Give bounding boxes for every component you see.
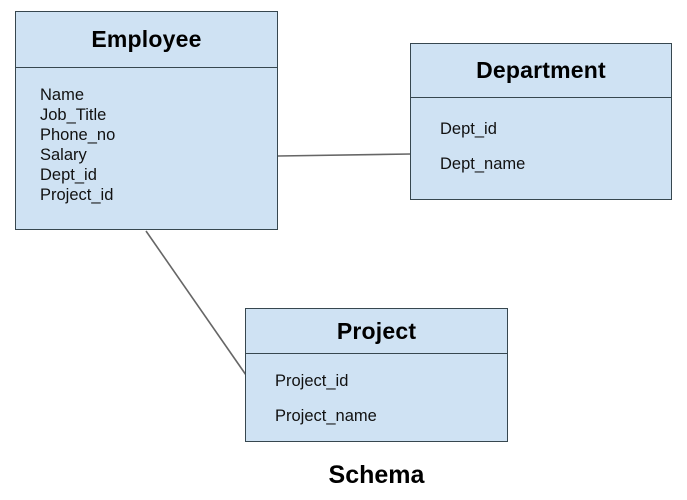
attribute-label: Salary	[40, 146, 87, 164]
entity-department-title: Department	[411, 44, 671, 98]
entity-project-title: Project	[246, 309, 507, 354]
attribute-label: Name	[40, 86, 85, 104]
attribute-label: Project_id	[40, 186, 114, 204]
attribute-label: Project_id	[275, 372, 349, 390]
attribute-label: Phone_no	[40, 126, 116, 144]
employee-project-connector	[145, 230, 247, 376]
entity-project-attributes: Project_id Project_name	[246, 354, 507, 426]
attribute-label: Dept_id	[440, 120, 497, 138]
entity-employee: Employee Name Job_Title Phone_no Salary …	[15, 11, 278, 230]
diagram-caption: Schema	[328, 461, 425, 489]
attribute-label: Dept_id	[40, 166, 97, 184]
entity-employee-attributes: Name Job_Title Phone_no Salary Dept_id P…	[16, 68, 277, 205]
entity-project: Project Project_id Project_name	[245, 308, 508, 442]
attribute-label: Project_name	[275, 407, 377, 425]
entity-department-attributes: Dept_id Dept_name	[411, 98, 671, 174]
entity-employee-title: Employee	[16, 12, 277, 68]
attribute-label: Dept_name	[440, 155, 526, 173]
employee-department-connector	[277, 153, 412, 157]
attribute-label: Job_Title	[40, 106, 107, 124]
entity-department: Department Dept_id Dept_name	[410, 43, 672, 200]
